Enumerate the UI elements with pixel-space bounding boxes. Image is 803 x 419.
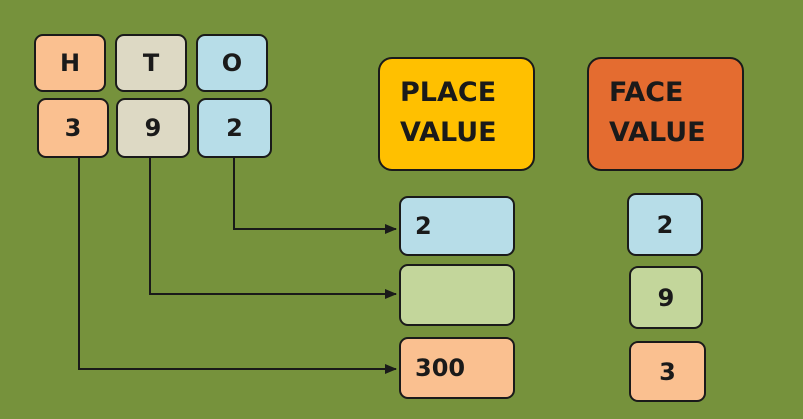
place-value-title: PLACE VALUE <box>378 57 535 171</box>
place-value-tens <box>399 264 515 326</box>
face-value-ones: 2 <box>627 193 703 256</box>
face-value-hundreds: 3 <box>629 341 706 402</box>
face-value-title: FACE VALUE <box>587 57 744 171</box>
header-hundreds: H <box>34 34 106 92</box>
header-ones: O <box>196 34 268 92</box>
digit-tens: 9 <box>116 98 190 158</box>
face-value-title-line1: FACE <box>609 77 684 108</box>
place-value-hundreds: 300 <box>399 337 515 399</box>
digit-hundreds: 3 <box>37 98 109 158</box>
arrow-hundreds-to-place <box>78 158 397 374</box>
place-value-title-line2: VALUE <box>400 117 497 148</box>
place-value-ones: 2 <box>399 196 515 256</box>
header-tens: T <box>115 34 187 92</box>
place-value-title-line1: PLACE <box>400 77 497 108</box>
face-value-tens: 9 <box>629 266 703 329</box>
face-value-title-line2: VALUE <box>609 117 706 148</box>
arrow-ones-to-place <box>233 158 397 234</box>
digit-ones: 2 <box>197 98 272 158</box>
arrow-tens-to-place <box>149 158 397 299</box>
